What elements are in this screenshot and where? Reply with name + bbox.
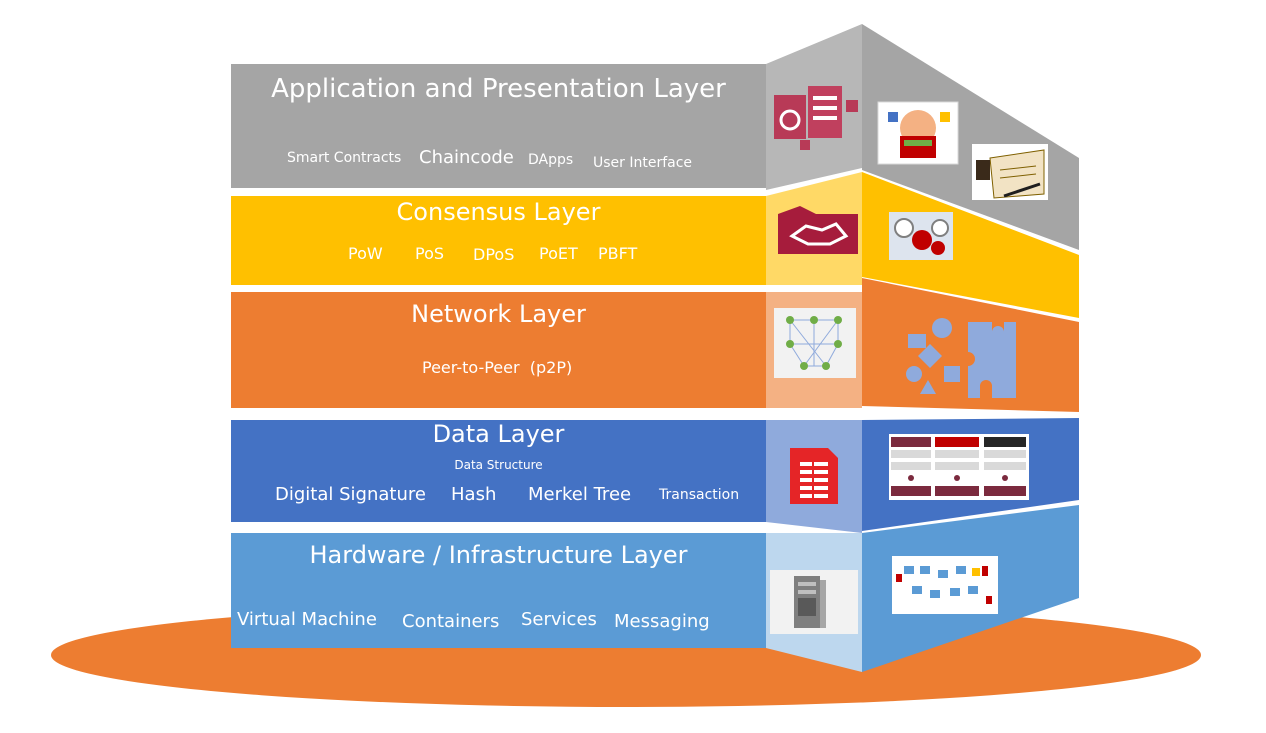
layer-tag: Containers xyxy=(402,611,500,632)
layer-tag: Digital Signature xyxy=(275,484,426,505)
layer-tag: Virtual Machine xyxy=(237,609,377,630)
layer-tag: PoET xyxy=(539,244,578,263)
developer-collage-icon xyxy=(877,101,959,165)
hardware-layer: Hardware / Infrastructure Layer Virtual … xyxy=(231,533,766,648)
layer-subtitle: Data Structure xyxy=(454,458,543,472)
network-layer: Network Layer Peer-to-Peer (p2P) xyxy=(231,292,766,408)
consensus-side-wall xyxy=(862,172,1079,318)
layer-tag: Chaincode xyxy=(419,147,514,168)
shapes-puzzle-icon xyxy=(906,318,1016,398)
server-sync-icon xyxy=(774,86,858,150)
consensus-layer: Consensus Layer PoW PoS DPoS PoET PBFT xyxy=(231,196,766,285)
application-layer: Application and Presentation Layer Smart… xyxy=(231,64,766,188)
currency-gears-icon xyxy=(889,212,953,260)
layer-title: Network Layer xyxy=(411,300,586,328)
layer-title: Consensus Layer xyxy=(396,198,601,226)
spreadsheet-document-icon xyxy=(790,448,838,504)
data-layer: Data Layer Data Structure Digital Signat… xyxy=(231,420,766,522)
layer-tag: Hash xyxy=(451,484,497,505)
layer-tag: User Interface xyxy=(593,155,693,171)
layer-tag: Peer-to-Peer (p2P) xyxy=(422,358,573,377)
layer-tag: PoS xyxy=(415,244,445,263)
layer-tag: DApps xyxy=(528,152,574,168)
contract-signing-icon xyxy=(972,144,1048,200)
layer-tag: PBFT xyxy=(598,244,638,263)
handshake-icon xyxy=(778,206,858,254)
layer-tag: Messaging xyxy=(614,611,710,632)
layer-tag: Smart Contracts xyxy=(287,150,402,166)
server-tower-icon xyxy=(770,570,858,634)
layer-tag: DPoS xyxy=(473,245,515,264)
layer-tag: Services xyxy=(521,609,597,630)
layer-title: Data Layer xyxy=(432,420,565,448)
peer-network-icon xyxy=(774,308,856,378)
layer-tag: Merkel Tree xyxy=(528,484,632,505)
layer-title: Hardware / Infrastructure Layer xyxy=(309,541,688,569)
infrastructure-diagram-icon xyxy=(892,556,998,614)
layer-title: Application and Presentation Layer xyxy=(271,74,726,104)
layer-tag: PoW xyxy=(348,244,383,263)
layer-tag: Transaction xyxy=(659,487,740,503)
block-chain-diagram-icon xyxy=(889,434,1029,500)
